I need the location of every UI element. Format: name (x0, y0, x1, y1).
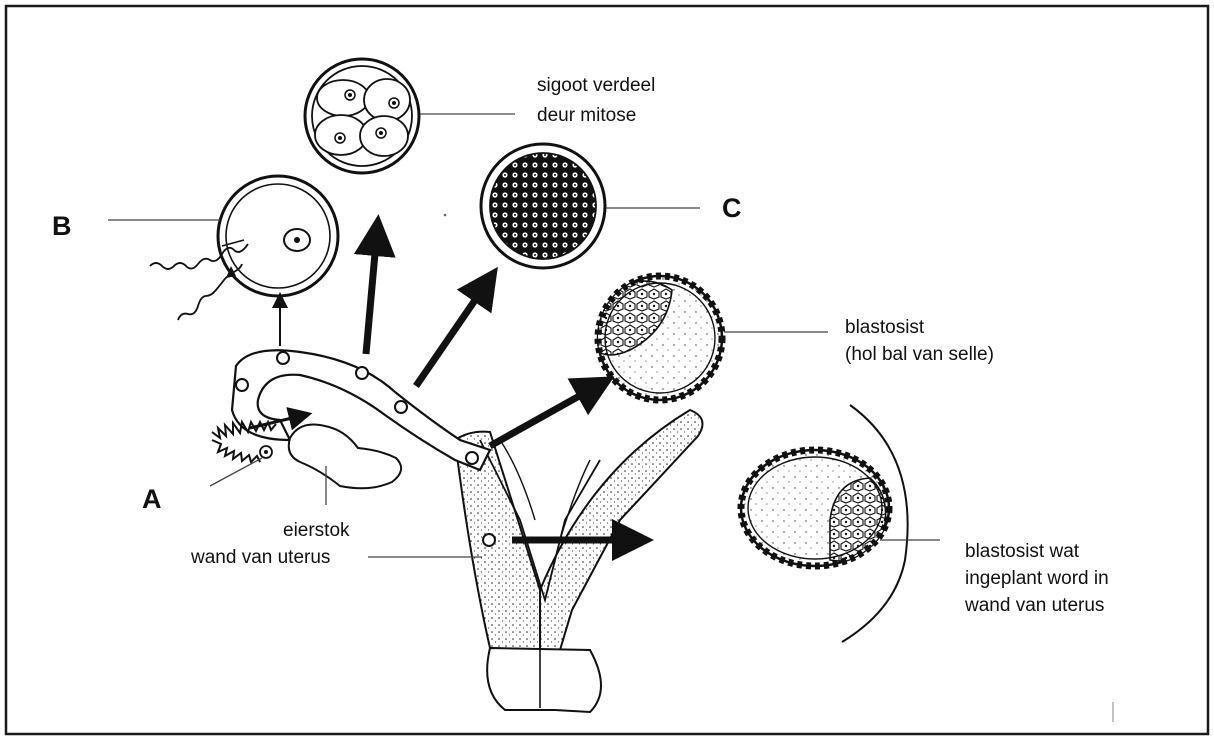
oviduct (212, 350, 490, 488)
label-mitosis-line1: sigoot verdeel (537, 74, 655, 98)
label-a: A (142, 484, 162, 514)
egg-cell-b (150, 176, 338, 320)
a-pointer-line (210, 458, 262, 486)
arrow-to-blastocyst (490, 390, 590, 446)
label-implanted-line1: blastosist wat (965, 540, 1079, 564)
label-implanted-line3: wand van uterus (965, 594, 1104, 618)
four-cell-zygote (305, 59, 419, 173)
label-mitosis-line2: deur mitose (537, 104, 636, 128)
implanted-blastocyst (741, 405, 908, 642)
label-b: B (52, 211, 72, 241)
label-blastocyst-line1: blastosist (845, 316, 924, 340)
label-uterus-wall: wand van uterus (191, 546, 330, 570)
label-c: C (722, 193, 742, 223)
label-blastocyst-line2: (hol bal van selle) (845, 343, 994, 367)
morula-c (481, 144, 605, 268)
blastocyst (596, 276, 722, 400)
label-ovary: eierstok (283, 519, 350, 543)
arrow-to-morula (416, 290, 482, 386)
arrow-to-zygote (366, 242, 376, 354)
uterus (455, 410, 703, 712)
label-implanted-line2: ingeplant word in (965, 567, 1109, 591)
